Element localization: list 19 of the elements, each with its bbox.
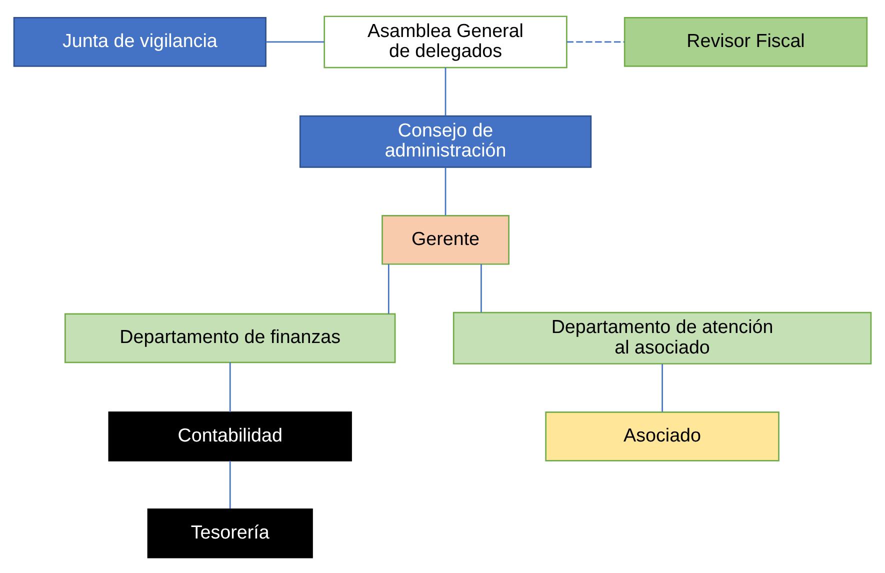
connector [229, 362, 231, 412]
node-box: Contabilidad [108, 411, 352, 461]
node-box: Asociado [545, 411, 780, 461]
node-box: Consejo de administración [299, 114, 592, 168]
node-box: Asamblea General de delegados [324, 15, 568, 68]
connector [566, 40, 625, 42]
connector [444, 67, 446, 116]
node-box: Tesorería [147, 508, 313, 558]
node-box: Gerente [382, 214, 510, 264]
node-box: Departamento de finanzas [64, 312, 396, 363]
node-box: Junta de vigilancia [13, 16, 266, 66]
node-box: Revisor Fiscal [624, 16, 868, 66]
connector [662, 363, 663, 412]
connector [480, 264, 482, 312]
connector [444, 166, 446, 215]
connector [229, 460, 231, 508]
connector [388, 264, 390, 314]
connector [266, 40, 324, 42]
node-box: Departamento de atención al asociado [452, 311, 872, 364]
